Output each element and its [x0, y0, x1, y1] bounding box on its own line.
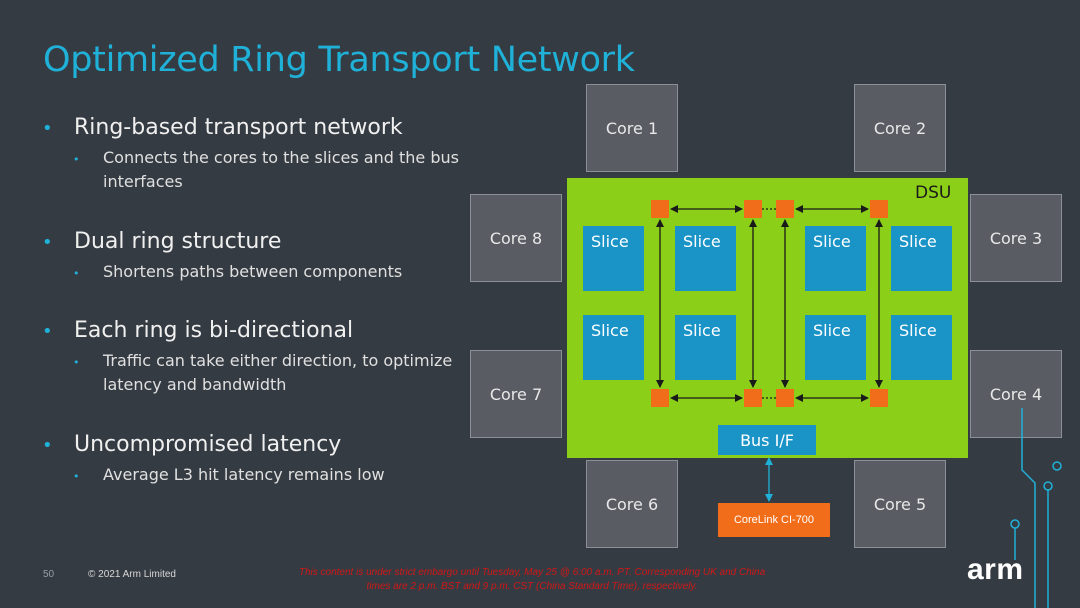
slice-box: Slice	[675, 226, 736, 291]
bullet-main: Each ring is bi-directional	[74, 318, 354, 343]
slice-box: Slice	[891, 315, 952, 380]
core-6-box: Core 6	[586, 460, 678, 548]
slice-box: Slice	[891, 226, 952, 291]
bullet-main: Uncompromised latency	[74, 432, 342, 457]
ring-node	[651, 389, 669, 407]
ring-node	[870, 389, 888, 407]
core-5-box: Core 5	[854, 460, 946, 548]
core-2-box: Core 2	[854, 84, 946, 172]
ring-node	[776, 389, 794, 407]
bullet-sub: Connects the cores to the slices and the…	[103, 148, 459, 191]
core-3-box: Core 3	[970, 194, 1062, 282]
sub-bullet-dot-icon: •	[73, 267, 80, 280]
ring-node	[744, 389, 762, 407]
bullet-sub: Average L3 hit latency remains low	[103, 465, 385, 484]
bus-interface-box: Bus I/F	[718, 425, 816, 455]
bullet-dot-icon: •	[42, 435, 53, 456]
page-number: 50	[43, 569, 55, 580]
slice-box: Slice	[583, 226, 644, 291]
copyright-text: © 2021 Arm Limited	[88, 569, 176, 580]
bullet-dot-icon: •	[42, 321, 53, 342]
bullet-sub: Shortens paths between components	[103, 262, 403, 281]
arm-logo: arm	[967, 553, 1024, 586]
slide-title: Optimized Ring Transport Network	[43, 40, 635, 80]
ring-node	[651, 200, 669, 218]
bullet-dot-icon: •	[42, 118, 53, 139]
sub-bullet-dot-icon: •	[73, 356, 80, 369]
core-8-box: Core 8	[470, 194, 562, 282]
slice-box: Slice	[805, 226, 866, 291]
embargo-line-2: times are 2 p.m. BST and 9 p.m. CST (Chi…	[366, 581, 698, 592]
corelink-box: CoreLink CI-700	[718, 503, 830, 537]
embargo-line-1: This content is under strict embargo unt…	[298, 567, 766, 578]
bullet-main: Dual ring structure	[74, 229, 282, 254]
slice-box: Slice	[805, 315, 866, 380]
ring-node	[744, 200, 762, 218]
bullet-dot-icon: •	[42, 232, 53, 253]
core-1-box: Core 1	[586, 84, 678, 172]
ring-node	[776, 200, 794, 218]
slice-box: Slice	[583, 315, 644, 380]
embargo-notice: This content is under strict embargo unt…	[262, 566, 802, 594]
slice-box: Slice	[675, 315, 736, 380]
core-7-box: Core 7	[470, 350, 562, 438]
sub-bullet-dot-icon: •	[73, 470, 80, 483]
ring-node	[870, 200, 888, 218]
bullet-sub: Traffic can take either direction, to op…	[103, 351, 453, 394]
dsu-label: DSU	[915, 183, 952, 203]
sub-bullet-dot-icon: •	[73, 153, 80, 166]
core-4-box: Core 4	[970, 350, 1062, 438]
bullet-main: Ring-based transport network	[74, 115, 403, 140]
